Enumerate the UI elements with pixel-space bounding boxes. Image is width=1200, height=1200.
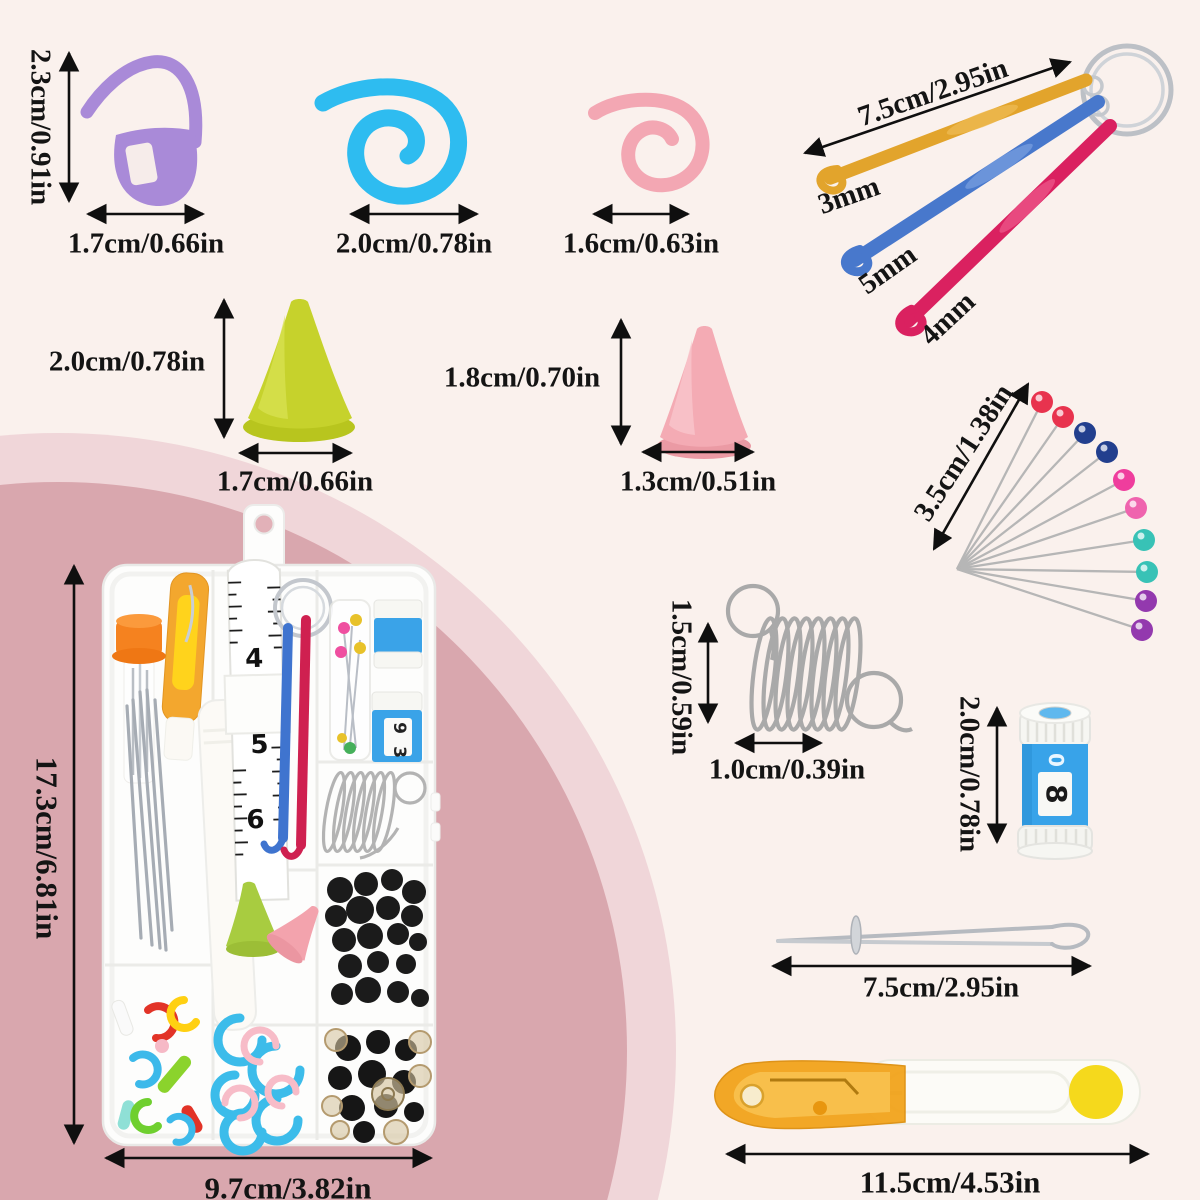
tapestry-needles	[125, 688, 174, 952]
dim-spiral-blue-width: 2.0cm/0.78in	[335, 227, 493, 260]
box-cones	[226, 881, 319, 964]
dim-locking-marker-height: 2.3cm/0.91in	[24, 48, 57, 206]
box-counter-digit-9: 9	[389, 722, 409, 734]
wire-stitch-holder	[776, 915, 1091, 955]
scissors-button	[1069, 1065, 1123, 1119]
seam-ripper	[161, 572, 210, 761]
box-spiral-rings	[210, 1013, 305, 1156]
tape-number-5: 5	[250, 730, 269, 760]
spring-yarn-guide	[725, 583, 913, 733]
box-row-counters: 9 3	[371, 599, 423, 762]
spiral-marker-pink	[588, 92, 710, 193]
point-protector-green	[243, 299, 355, 442]
spiral-marker-blue	[314, 78, 467, 205]
locking-stitch-marker	[80, 55, 203, 207]
tape-number-6: 6	[246, 805, 265, 835]
box-locking-markers	[111, 996, 203, 1146]
box-safety-eyes	[325, 869, 429, 1007]
box-hang-hole	[253, 513, 275, 535]
box-counter-digit-3: 3	[389, 746, 409, 758]
dimension-arrows	[58, 50, 1151, 1169]
measuring-tape: 4 5 6	[223, 559, 292, 902]
counter-digit-0: 0	[1044, 753, 1068, 767]
dim-cone-pink-width: 1.3cm/0.51in	[619, 465, 777, 498]
dim-wire-holder-length: 7.5cm/2.95in	[862, 971, 1020, 1004]
counter-digit-8: 8	[1040, 784, 1073, 803]
storage-box: 4 5 6	[101, 504, 441, 1156]
dim-cone-pink-height: 1.8cm/0.70in	[443, 361, 601, 394]
dim-counter-height: 2.0cm/0.78in	[953, 695, 986, 853]
hook-4mm	[895, 119, 1117, 337]
dim-spring-width: 1.0cm/0.39in	[708, 753, 866, 786]
box-crochet-hooks	[260, 615, 311, 860]
dim-box-width: 9.7cm/3.82in	[204, 1170, 372, 1200]
dim-spiral-pink-width: 1.6cm/0.63in	[562, 227, 720, 260]
box-spring	[321, 770, 427, 860]
row-counter: 0 8	[1017, 702, 1093, 860]
dim-scissors-length: 11.5cm/4.53in	[859, 1164, 1041, 1200]
dim-cone-green-width: 1.7cm/0.66in	[216, 465, 374, 498]
dim-cone-green-height: 2.0cm/0.78in	[48, 345, 206, 378]
tape-number-4: 4	[245, 644, 264, 674]
yarn-scissors	[714, 1059, 1141, 1130]
point-protector-pink	[657, 326, 751, 459]
box-washers	[321, 1028, 432, 1145]
box-pins-tube	[329, 599, 371, 761]
dim-box-height: 17.3cm/6.81in	[29, 756, 65, 940]
dim-locking-marker-width: 1.7cm/0.66in	[67, 227, 225, 260]
dim-spring-height: 1.5cm/0.59in	[665, 598, 698, 756]
